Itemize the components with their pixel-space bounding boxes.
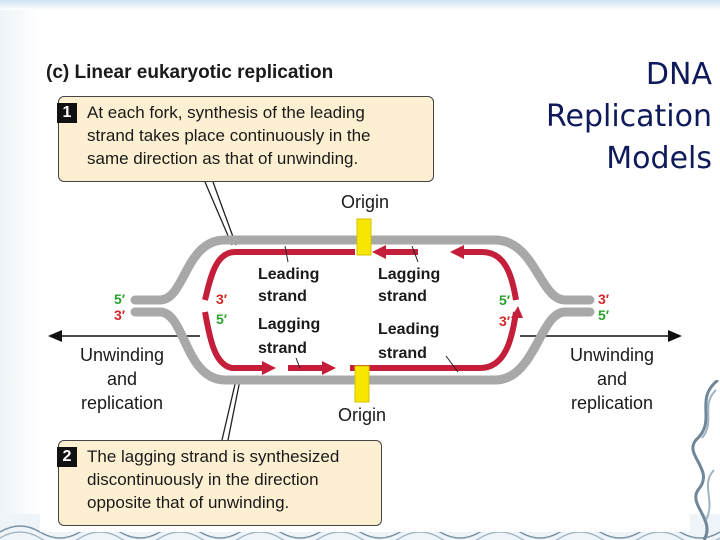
lagging-arrowhead-bottom-1: [262, 361, 276, 375]
panel-title: (c) Linear eukaryotic replication: [46, 62, 334, 83]
leading-strand-bottom-right: [350, 311, 519, 371]
direction-left-line-2: and: [107, 369, 137, 389]
end-right-inner-bottom: 3′: [499, 313, 511, 329]
leading-label-bottom-1: Leading: [378, 321, 439, 338]
leading-label-bottom-2: strand: [378, 345, 427, 362]
callout2-pointer: [221, 379, 241, 441]
end-right-outer-top: 3′: [598, 291, 610, 307]
left-decoration: [0, 10, 40, 540]
right-direction-arrowhead: [668, 330, 682, 342]
direction-right-line-1: Unwinding: [570, 345, 654, 365]
right-dragon-decoration: [691, 380, 719, 540]
lagging-arrowhead-bottom-2: [322, 361, 336, 375]
lagging-label-bottom-2: strand: [258, 340, 307, 357]
leading-label-top-2: strand: [258, 288, 307, 305]
direction-right-line-3: replication: [571, 393, 653, 413]
end-left-outer-top: 5′: [114, 291, 126, 307]
origin-marker-bottom: [354, 365, 370, 403]
callout-number-badge: 1: [57, 103, 77, 123]
lagging-label-top-1: Lagging: [378, 266, 440, 283]
end-left-outer-bottom: 3′: [114, 307, 126, 323]
lagging-strand-bottom-left-1: [202, 311, 262, 371]
direction-left-line-1: Unwinding: [80, 345, 164, 365]
lagging-arrowhead-top-1: [372, 245, 386, 259]
lagging-label-bottom-1: Lagging: [258, 316, 320, 333]
slide-title: DNA Replication Models: [492, 54, 712, 180]
lagging-strand-top-right-2: [462, 249, 519, 301]
top-band: [0, 0, 720, 10]
lagging-bottom-leader: [295, 357, 301, 369]
origin-label-bottom: Origin: [338, 405, 386, 425]
leading-strand-top-left: [202, 249, 355, 301]
direction-right-line-2: and: [597, 369, 627, 389]
slide-title-line-3: Models: [606, 141, 712, 176]
callout-lagging-strand: 2 The lagging strand is synthesized disc…: [57, 440, 382, 526]
end-left-inner-top: 3′: [216, 291, 228, 307]
leading-label-top-1: Leading: [258, 266, 319, 283]
callout-number-badge: 2: [57, 447, 77, 467]
slide-title-line-2: Replication: [545, 99, 712, 134]
lagging-top-leader: [411, 245, 419, 263]
direction-left-line-3: replication: [81, 393, 163, 413]
end-right-outer-bottom: 5′: [598, 307, 610, 323]
lagging-arrowhead-top-2: [450, 245, 464, 259]
end-right-inner-top: 5′: [499, 292, 511, 308]
origin-marker-top: [356, 218, 372, 256]
callout-text: The lagging strand is synthesized discon…: [87, 447, 340, 512]
callout-text: At each fork, synthesis of the leading s…: [87, 103, 371, 168]
end-left-inner-bottom: 5′: [216, 311, 228, 327]
origin-label-top: Origin: [341, 192, 389, 212]
left-direction-arrowhead: [48, 330, 62, 342]
callout1-pointer: [204, 181, 237, 246]
slide-title-line-1: DNA: [645, 57, 712, 92]
leading-bottom-leader: [445, 355, 459, 373]
callout-leading-strand: 1 At each fork, synthesis of the leading…: [57, 96, 434, 182]
leading-arrowhead-bottom: [511, 306, 523, 318]
leading-top-leader: [284, 245, 289, 263]
lagging-label-top-2: strand: [378, 288, 427, 305]
